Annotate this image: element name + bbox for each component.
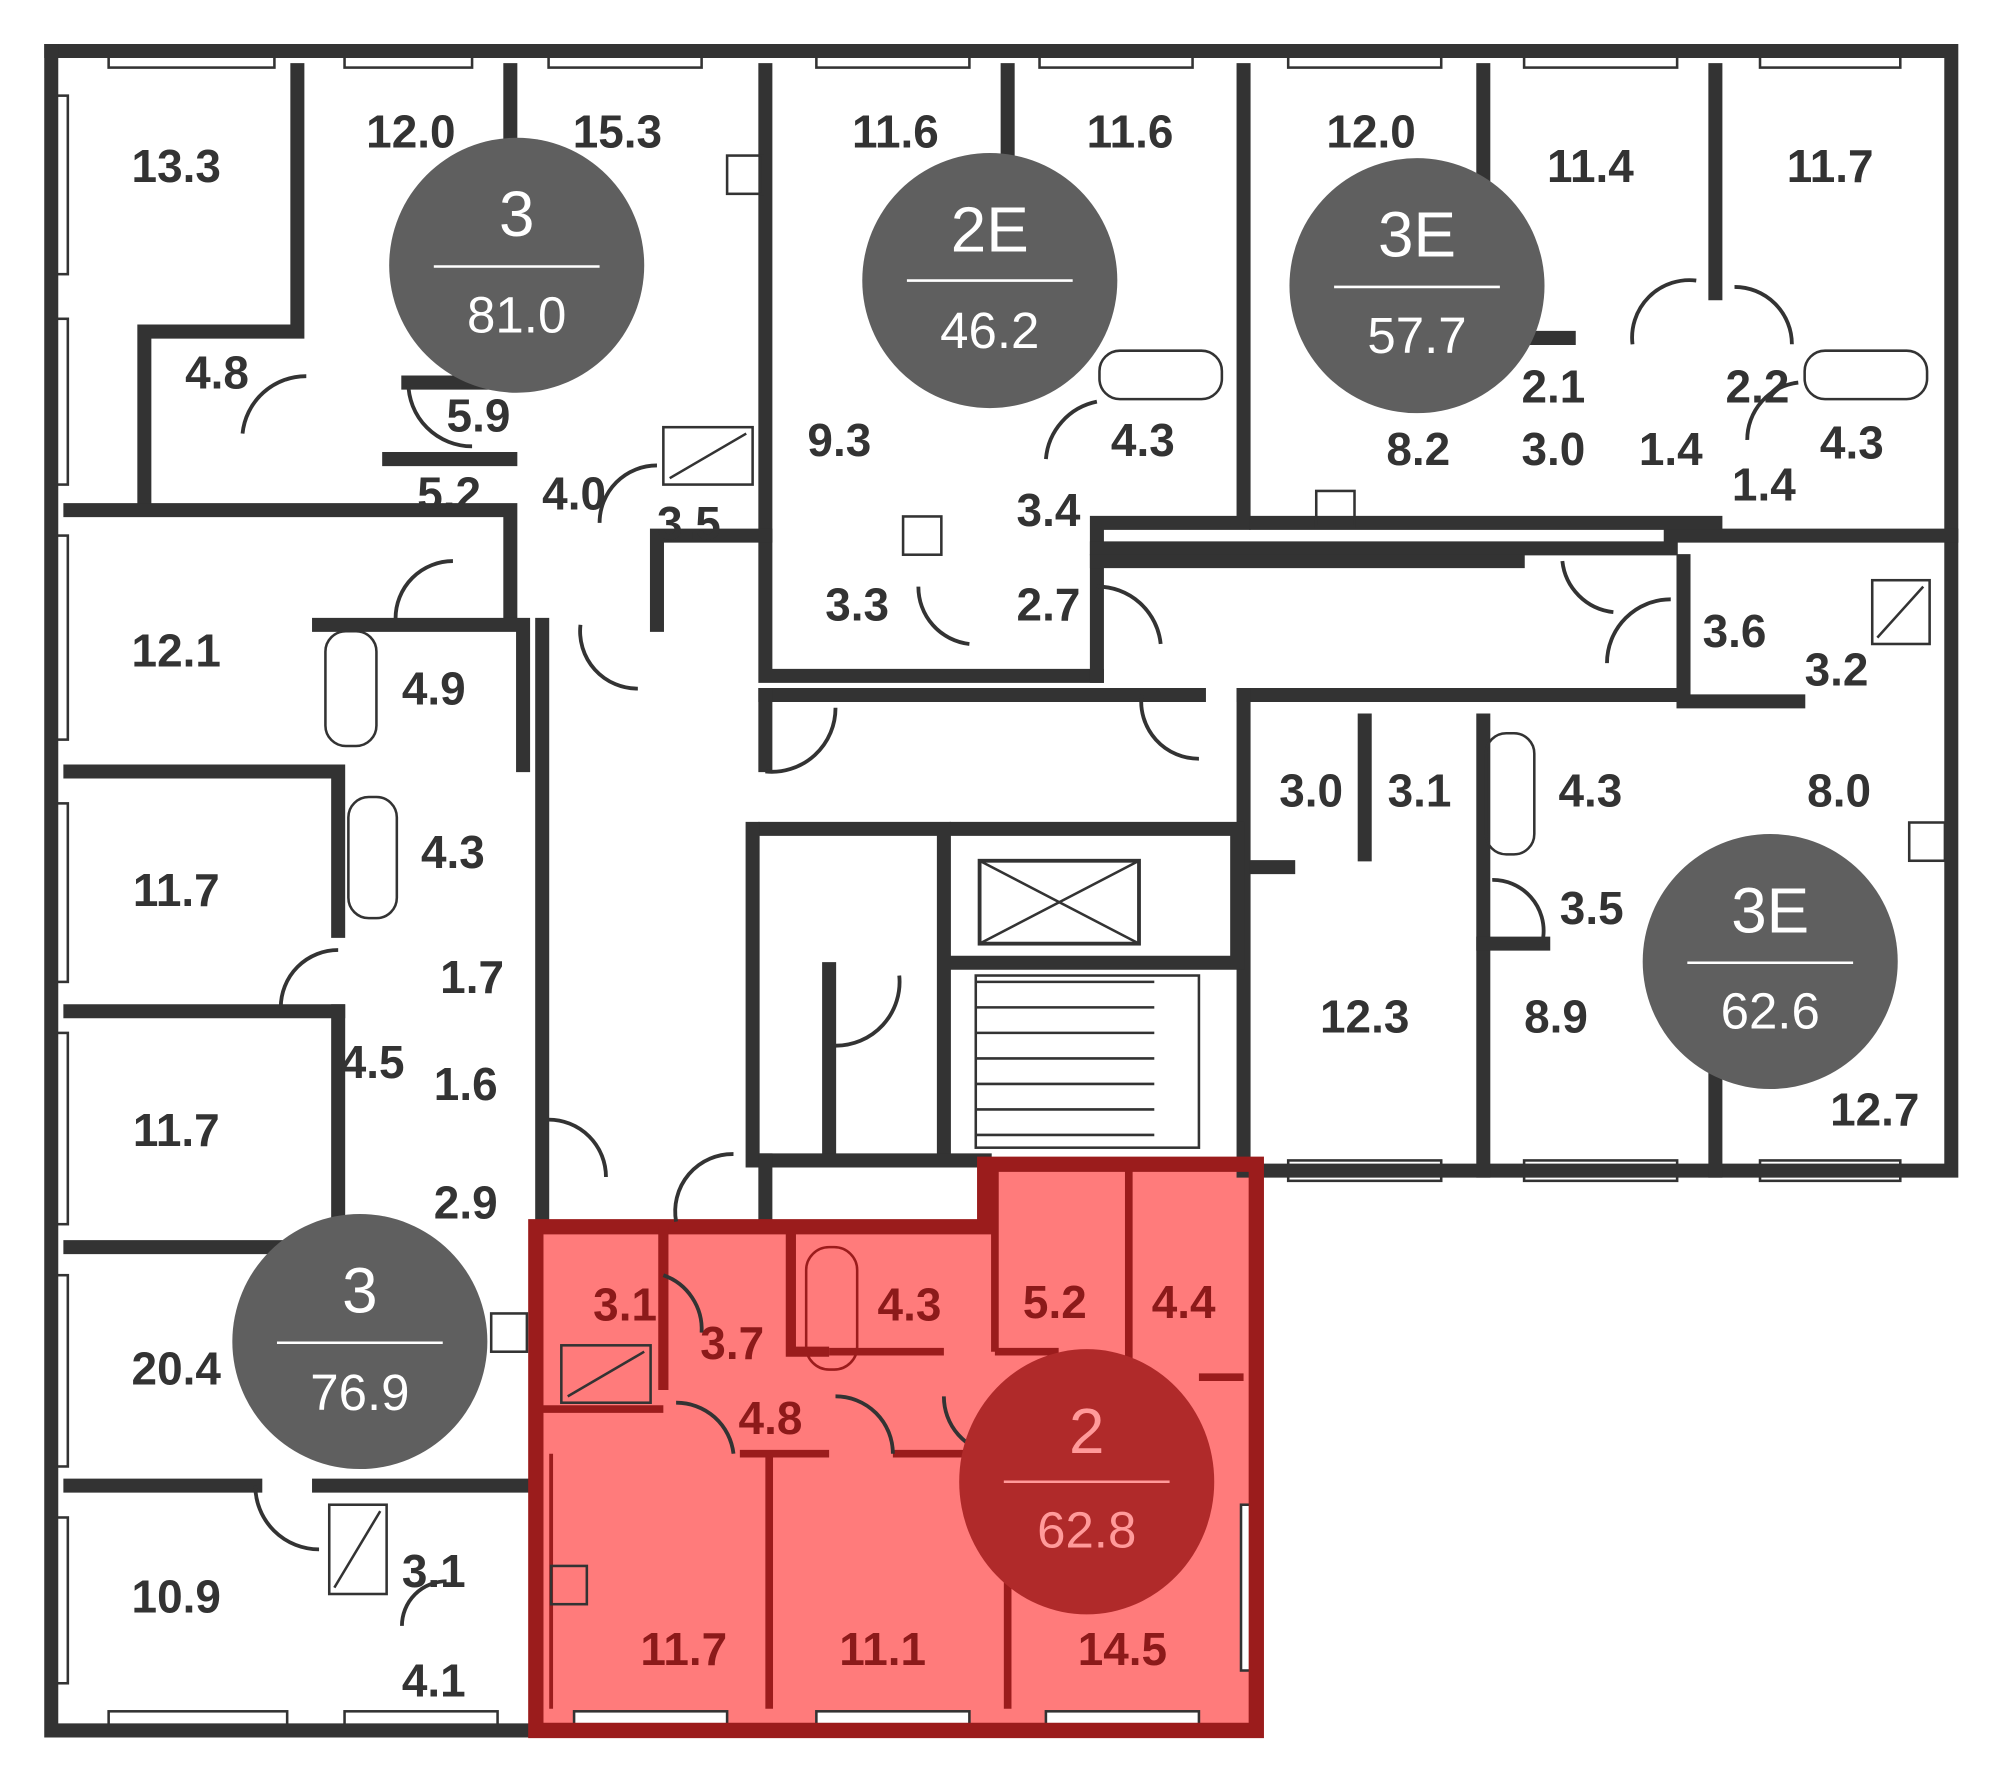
room-area: 3.0	[1522, 423, 1586, 475]
badge-rooms: 2E	[951, 194, 1029, 266]
room-area: 3.3	[825, 578, 889, 630]
room-area: 12.7	[1830, 1083, 1919, 1135]
apartment-badge[interactable]: 2E 46.2	[862, 153, 1118, 409]
room-area: 5.2	[1023, 1276, 1087, 1328]
doors	[240, 278, 1799, 1626]
room-area: 9.3	[807, 414, 871, 466]
room-area: 11.7	[1787, 140, 1874, 192]
room-area: 4.3	[1820, 416, 1884, 468]
room-area: 12.3	[1320, 990, 1409, 1042]
room-area: 2.2	[1726, 360, 1790, 412]
room-area: 3.5	[1560, 882, 1624, 934]
apartment-2-62-highlighted[interactable]: 3.1 3.7 4.3 5.2 4.4 4.8 11.7 11.1 14.5 2…	[593, 1276, 1216, 1675]
room-area: 10.9	[132, 1571, 221, 1623]
room-area: 3.7	[700, 1317, 764, 1369]
room-area: 5.2	[417, 468, 481, 520]
room-area: 2.7	[1017, 578, 1081, 630]
room-area: 3.1	[593, 1279, 657, 1331]
badge-area: 57.7	[1367, 307, 1466, 364]
badge-area: 62.8	[1037, 1502, 1136, 1559]
badge-area: 62.6	[1721, 983, 1820, 1040]
room-area: 4.3	[878, 1279, 942, 1331]
room-area: 11.4	[1547, 140, 1634, 192]
apartment-3e-57[interactable]: 12.0 11.4 8.2 2.1 3.0 1.4	[1326, 105, 1703, 475]
room-area: 4.1	[402, 1655, 466, 1707]
room-area: 11.6	[852, 105, 939, 157]
apartment-badge[interactable]: 3 76.9	[232, 1213, 488, 1470]
apartment-3-76[interactable]: 11.7 4.3 1.7 4.5 1.6 11.7 2.9 20.4 3.1 1…	[132, 826, 504, 1707]
room-area: 3.0	[1279, 765, 1343, 817]
room-area: 15.3	[573, 105, 662, 157]
shower-icons	[327, 425, 1931, 1596]
room-area: 3.1	[402, 1545, 466, 1597]
room-area: 4.0	[542, 468, 606, 520]
room-area: 4.3	[1559, 765, 1623, 817]
room-area: 4.8	[185, 346, 249, 398]
bathtub-icons	[324, 349, 1929, 920]
elevator	[977, 858, 1141, 946]
room-area: 4.3	[421, 826, 485, 878]
room-area: 12.0	[1326, 105, 1415, 157]
room-area: 11.7	[640, 1623, 727, 1675]
room-area: 3.1	[1388, 765, 1452, 817]
room-area: 12.0	[366, 105, 455, 157]
room-area: 11.7	[133, 1104, 220, 1156]
room-area: 1.7	[440, 951, 504, 1003]
room-area: 2.1	[1522, 360, 1586, 412]
apartment-2e-46[interactable]: 11.6 11.6 9.3 4.3 3.4 3.3 2.7	[807, 105, 1174, 630]
room-area: 3.5	[657, 497, 721, 549]
room-area: 4.8	[739, 1392, 803, 1444]
room-area: 2.9	[434, 1177, 498, 1229]
room-area: 12.1	[132, 624, 221, 676]
badge-rooms: 3	[342, 1254, 377, 1326]
room-area: 4.5	[341, 1036, 405, 1088]
stove-icons	[489, 154, 1947, 1606]
badge-rooms: 3E	[1378, 199, 1456, 271]
room-area: 4.4	[1152, 1276, 1216, 1328]
room-area: 3.6	[1703, 605, 1767, 657]
room-area: 11.7	[133, 864, 220, 916]
apartment-badge[interactable]: 3E 62.6	[1642, 833, 1898, 1090]
room-area: 1.4	[1732, 459, 1796, 511]
apartment-3e-62[interactable]: 11.7 2.2 1.4 4.3 3.6 3.2 8.0 3.0 3.1 4.3…	[1279, 140, 1919, 1136]
room-area: 8.2	[1386, 423, 1450, 475]
room-area: 3.2	[1805, 643, 1869, 695]
room-area: 5.9	[447, 390, 511, 442]
room-area: 11.6	[1087, 105, 1174, 157]
room-area: 11.1	[839, 1623, 926, 1675]
badge-rooms: 2	[1069, 1395, 1104, 1467]
room-area: 1.4	[1639, 423, 1703, 475]
apartment-3-81[interactable]: 13.3 12.0 15.3 4.8 5.9 5.2 4.0 3.5 12.1 …	[132, 105, 721, 714]
badge-area: 46.2	[940, 302, 1039, 359]
room-area: 13.3	[132, 140, 221, 192]
badge-rooms: 3E	[1731, 874, 1809, 946]
apartment-badge-highlighted[interactable]: 2 62.8	[959, 1349, 1215, 1615]
badge-rooms: 3	[499, 178, 534, 250]
room-area: 14.5	[1078, 1623, 1167, 1675]
badge-area: 81.0	[467, 286, 566, 343]
apartment-badge[interactable]: 3 81.0	[389, 137, 645, 393]
room-area: 3.4	[1017, 484, 1081, 536]
room-area: 8.9	[1524, 990, 1588, 1042]
room-area: 20.4	[132, 1342, 222, 1394]
stairs	[974, 974, 1201, 1149]
room-area: 4.3	[1111, 414, 1175, 466]
badge-area: 76.9	[310, 1364, 409, 1421]
room-area: 1.6	[434, 1058, 498, 1110]
apartment-badge[interactable]: 3E 57.7	[1289, 158, 1545, 414]
room-area: 8.0	[1807, 765, 1871, 817]
room-area: 4.9	[402, 663, 466, 715]
highlighted-apartment-walls	[528, 1156, 1264, 1739]
